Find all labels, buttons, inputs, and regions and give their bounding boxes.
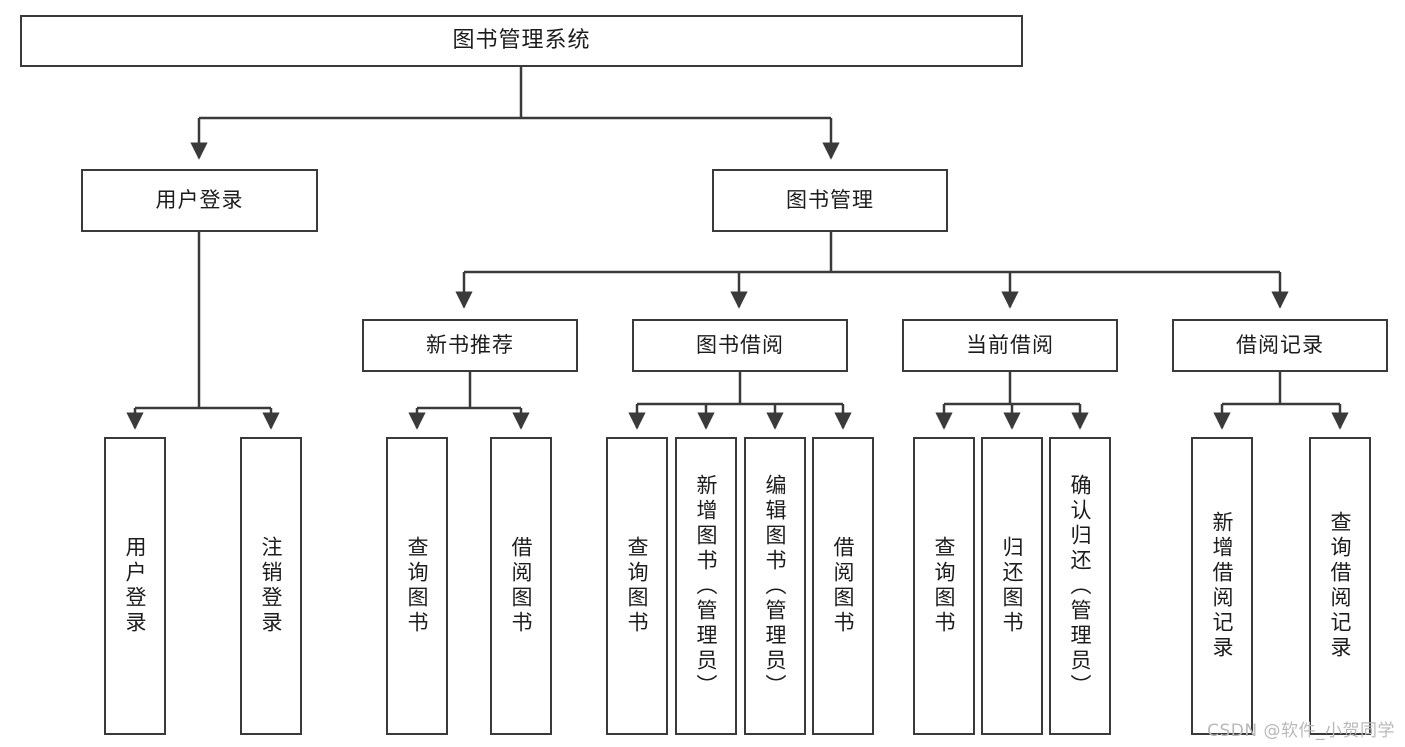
node-new-book-recommend[interactable]: 新书推荐 bbox=[362, 319, 578, 372]
leaf-edit-book-admin[interactable]: 编辑图书（管理员） bbox=[744, 437, 806, 735]
leaf-add-borrow-record[interactable]: 新增借阅记录 bbox=[1191, 437, 1253, 735]
leaf-user-login[interactable]: 用户登录 bbox=[104, 437, 166, 735]
node-current-borrow[interactable]: 当前借阅 bbox=[902, 319, 1118, 372]
leaf-confirm-return-admin[interactable]: 确认归还（管理员） bbox=[1049, 437, 1111, 735]
node-book-borrow-label: 图书借阅 bbox=[696, 332, 784, 357]
leaf-logout-label: 注销登录 bbox=[259, 536, 284, 636]
csdn-watermark: CSDN @软件_小贺同学 bbox=[1207, 721, 1395, 741]
node-new-book-recommend-label: 新书推荐 bbox=[426, 332, 514, 357]
node-root-system[interactable]: 图书管理系统 bbox=[20, 15, 1023, 67]
node-book-borrow[interactable]: 图书借阅 bbox=[632, 319, 848, 372]
leaf-return-book-label: 归还图书 bbox=[1000, 536, 1025, 636]
node-user-login-label: 用户登录 bbox=[155, 187, 244, 212]
leaf-query-book-borrow-label: 查询图书 bbox=[625, 536, 650, 636]
node-root-label: 图书管理系统 bbox=[452, 27, 591, 53]
leaf-borrow-book-recommend[interactable]: 借阅图书 bbox=[490, 437, 552, 735]
leaf-return-book[interactable]: 归还图书 bbox=[981, 437, 1043, 735]
leaf-query-book-recommend-label: 查询图书 bbox=[405, 536, 430, 636]
leaf-query-borrow-record-label: 查询借阅记录 bbox=[1328, 511, 1353, 661]
leaf-add-book-admin-label: 新增图书（管理员） bbox=[694, 473, 719, 699]
leaf-edit-book-admin-label: 编辑图书（管理员） bbox=[763, 473, 788, 699]
node-book-management-label: 图书管理 bbox=[786, 187, 874, 212]
leaf-borrow-book[interactable]: 借阅图书 bbox=[812, 437, 874, 735]
node-user-login[interactable]: 用户登录 bbox=[81, 169, 318, 232]
node-current-borrow-label: 当前借阅 bbox=[966, 332, 1054, 357]
node-borrow-record[interactable]: 借阅记录 bbox=[1172, 319, 1388, 372]
leaf-query-book-current-label: 查询图书 bbox=[932, 536, 957, 636]
node-book-management[interactable]: 图书管理 bbox=[712, 169, 948, 232]
leaf-logout[interactable]: 注销登录 bbox=[240, 437, 302, 735]
leaf-query-book-recommend[interactable]: 查询图书 bbox=[386, 437, 448, 735]
leaf-query-book-current[interactable]: 查询图书 bbox=[913, 437, 975, 735]
leaf-user-login-label: 用户登录 bbox=[123, 536, 148, 636]
leaf-query-book-borrow[interactable]: 查询图书 bbox=[606, 437, 668, 735]
leaf-add-borrow-record-label: 新增借阅记录 bbox=[1210, 511, 1235, 661]
node-borrow-record-label: 借阅记录 bbox=[1236, 332, 1324, 357]
leaf-borrow-book-label: 借阅图书 bbox=[831, 536, 856, 636]
leaf-borrow-book-recommend-label: 借阅图书 bbox=[509, 536, 534, 636]
leaf-confirm-return-admin-label: 确认归还（管理员） bbox=[1068, 473, 1093, 699]
leaf-query-borrow-record[interactable]: 查询借阅记录 bbox=[1309, 437, 1371, 735]
leaf-add-book-admin[interactable]: 新增图书（管理员） bbox=[675, 437, 737, 735]
